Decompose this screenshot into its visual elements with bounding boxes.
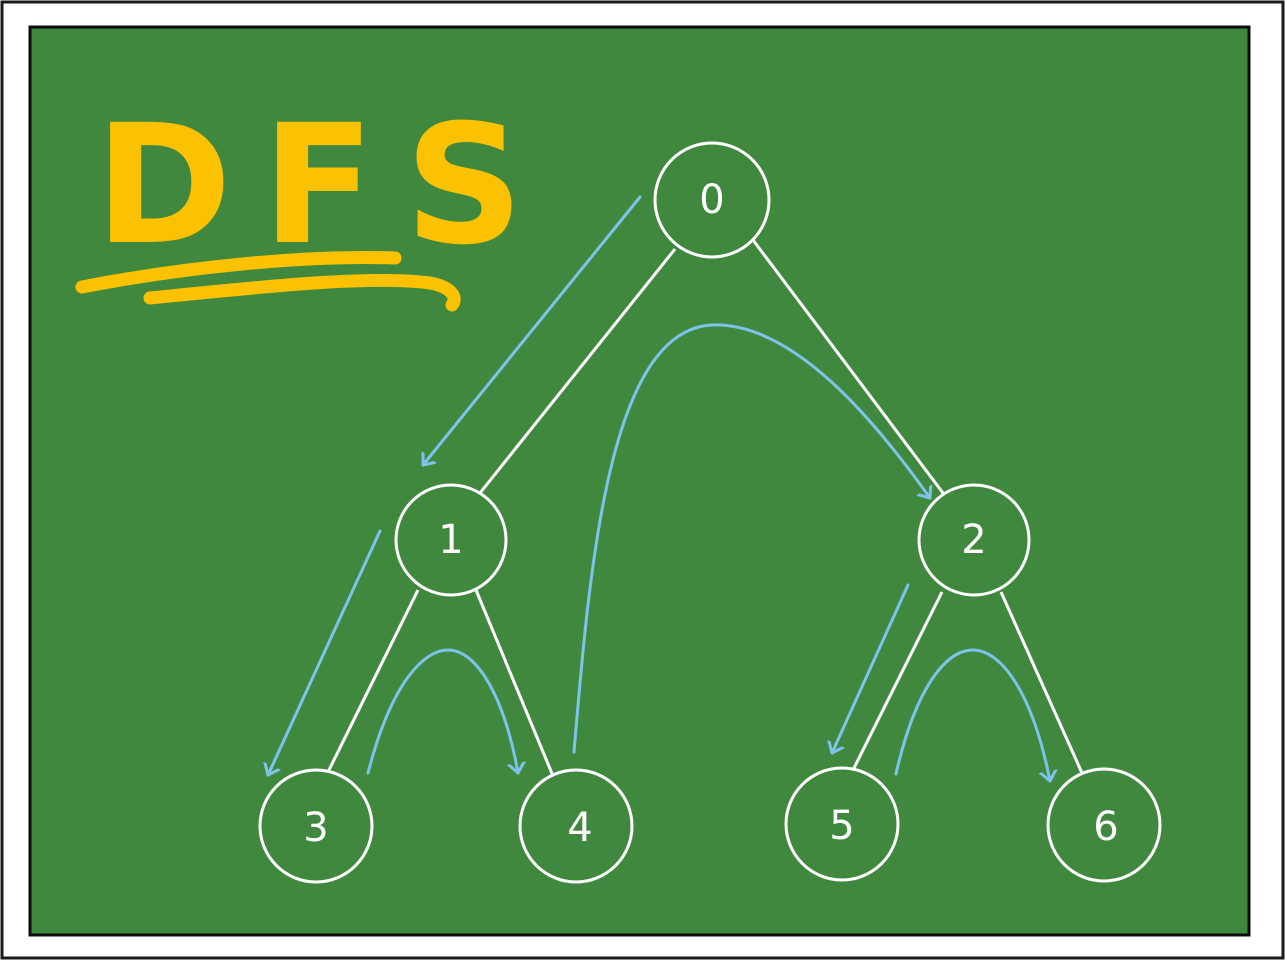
node-6-circle [1046, 767, 1162, 883]
node-1-label: 1 [438, 517, 463, 563]
edge-0-2 [751, 239, 945, 494]
traversal-arrow-4-2 [572, 323, 930, 754]
node-3: 3 [258, 768, 374, 884]
traversal-arrow-1-3 [268, 529, 382, 777]
node-3-circle [258, 768, 374, 884]
node-5: 5 [784, 766, 900, 882]
title: DFS [95, 89, 554, 281]
edge-1-3 [327, 589, 420, 771]
node-0: 0 [653, 141, 771, 259]
node-1: 1 [394, 483, 508, 597]
node-5-circle [784, 766, 900, 882]
node-5-label: 5 [829, 803, 854, 849]
traversal-arrow-3-4 [366, 648, 518, 775]
node-4: 4 [518, 768, 634, 884]
node-4-label: 4 [567, 805, 592, 851]
edge-2-6 [999, 591, 1084, 774]
title-group: DFS [75, 89, 554, 312]
node-6-label: 6 [1093, 804, 1118, 850]
node-1-circle [394, 483, 508, 597]
tree-nodes: 0 1 2 3 4 5 6 [258, 141, 1162, 884]
node-6: 6 [1046, 767, 1162, 883]
node-4-circle [518, 768, 634, 884]
traversal-arrow-5-6 [894, 648, 1050, 783]
chalkboard [28, 25, 1251, 937]
traversal-arrow-0-1 [421, 195, 642, 467]
node-2-circle [917, 483, 1031, 597]
edge-1-4 [474, 589, 555, 777]
traversal-arrow-2-5 [832, 583, 910, 755]
node-3-label: 3 [303, 805, 328, 851]
tree-edges [327, 239, 1084, 777]
node-2: 2 [917, 483, 1031, 597]
node-0-label: 0 [699, 177, 724, 223]
edge-2-5 [851, 591, 944, 771]
node-0-circle [653, 141, 771, 259]
edge-0-1 [478, 248, 677, 494]
traversal-arrows [268, 195, 1050, 783]
node-2-label: 2 [961, 517, 986, 563]
title-underline-2 [143, 273, 461, 312]
title-underline-1 [75, 251, 402, 294]
